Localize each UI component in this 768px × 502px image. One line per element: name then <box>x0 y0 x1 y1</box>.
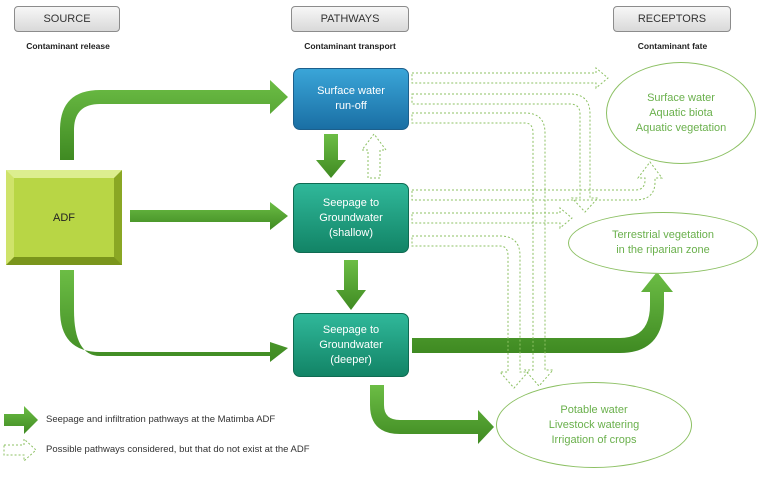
receptor-potable-line-2: Livestock watering <box>548 418 640 431</box>
legend-solid-label: Seepage and infiltration pathways at the… <box>46 414 276 425</box>
subheader-receptors: Contaminant fate <box>637 41 708 51</box>
surface-water-runoff-box: Surface water run-off <box>293 68 409 130</box>
arrow-dotted-shallow-to-potable <box>411 235 530 389</box>
arrow-dotted-shallow-to-surface <box>361 133 387 179</box>
receptor-surface-line-3: Aquatic vegetation <box>635 121 727 134</box>
shallow-box-line-1: Seepage to <box>322 196 380 209</box>
subheader-source: Contaminant release <box>26 41 110 51</box>
arrow-dotted-surface-top <box>411 66 609 90</box>
arrow-surface-to-shallow <box>316 134 346 178</box>
arrow-dotted-shallow-to-receptor <box>411 161 663 201</box>
header-source: SOURCE <box>14 6 120 32</box>
surface-box-line-1: Surface water <box>317 85 385 97</box>
deeper-box-line-3: (deeper) <box>330 353 372 366</box>
seepage-shallow-box: Seepage to Groundwater (shallow) <box>293 183 409 253</box>
receptor-terrestrial-line-2: in the riparian zone <box>616 244 710 256</box>
arrow-shallow-to-deeper <box>336 260 366 310</box>
shallow-box-line-3: (shallow) <box>328 226 373 239</box>
receptor-potable-water: Potable water Livestock watering Irrigat… <box>496 382 692 468</box>
receptor-surface-line-1: Surface water <box>647 91 715 104</box>
legend-dotted-label: Possible pathways considered, but that d… <box>46 444 310 455</box>
arrow-dotted-surface-to-terrestrial <box>411 93 600 213</box>
subheader-pathways: Contaminant transport <box>304 41 396 51</box>
deeper-box-line-2: Groundwater <box>319 338 383 351</box>
legend-solid-arrow <box>4 406 38 434</box>
arrow-adf-to-shallow <box>130 202 288 230</box>
arrow-deeper-to-terrestrial <box>412 272 673 353</box>
deeper-box-line-1: Seepage to <box>322 323 380 336</box>
arrow-dotted-surface-to-potable <box>411 112 555 387</box>
surface-box-line-2: run-off <box>335 100 367 112</box>
seepage-deeper-box: Seepage to Groundwater (deeper) <box>293 313 409 377</box>
shallow-box-line-2: Groundwater <box>319 211 383 224</box>
receptor-potable-line-3: Irrigation of crops <box>551 433 637 446</box>
receptor-potable-line-1: Potable water <box>560 403 628 416</box>
arrow-deeper-to-potable <box>370 385 494 444</box>
adf-source-box: ADF <box>6 170 122 265</box>
header-pathways: PATHWAYS <box>291 6 409 32</box>
receptor-surface-water: Surface water Aquatic biota Aquatic vege… <box>606 62 756 164</box>
receptor-surface-line-2: Aquatic biota <box>649 106 713 119</box>
arrow-dotted-shallow-to-terrestrial <box>411 206 573 230</box>
arrow-adf-to-surface <box>60 80 288 160</box>
receptor-terrestrial-vegetation: Terrestrial vegetation in the riparian z… <box>568 212 758 274</box>
legend-dotted-arrow <box>3 437 37 463</box>
header-receptors: RECEPTORS <box>613 6 731 32</box>
arrow-adf-to-deeper <box>60 270 288 362</box>
receptor-terrestrial-line-1: Terrestrial vegetation <box>611 229 715 241</box>
